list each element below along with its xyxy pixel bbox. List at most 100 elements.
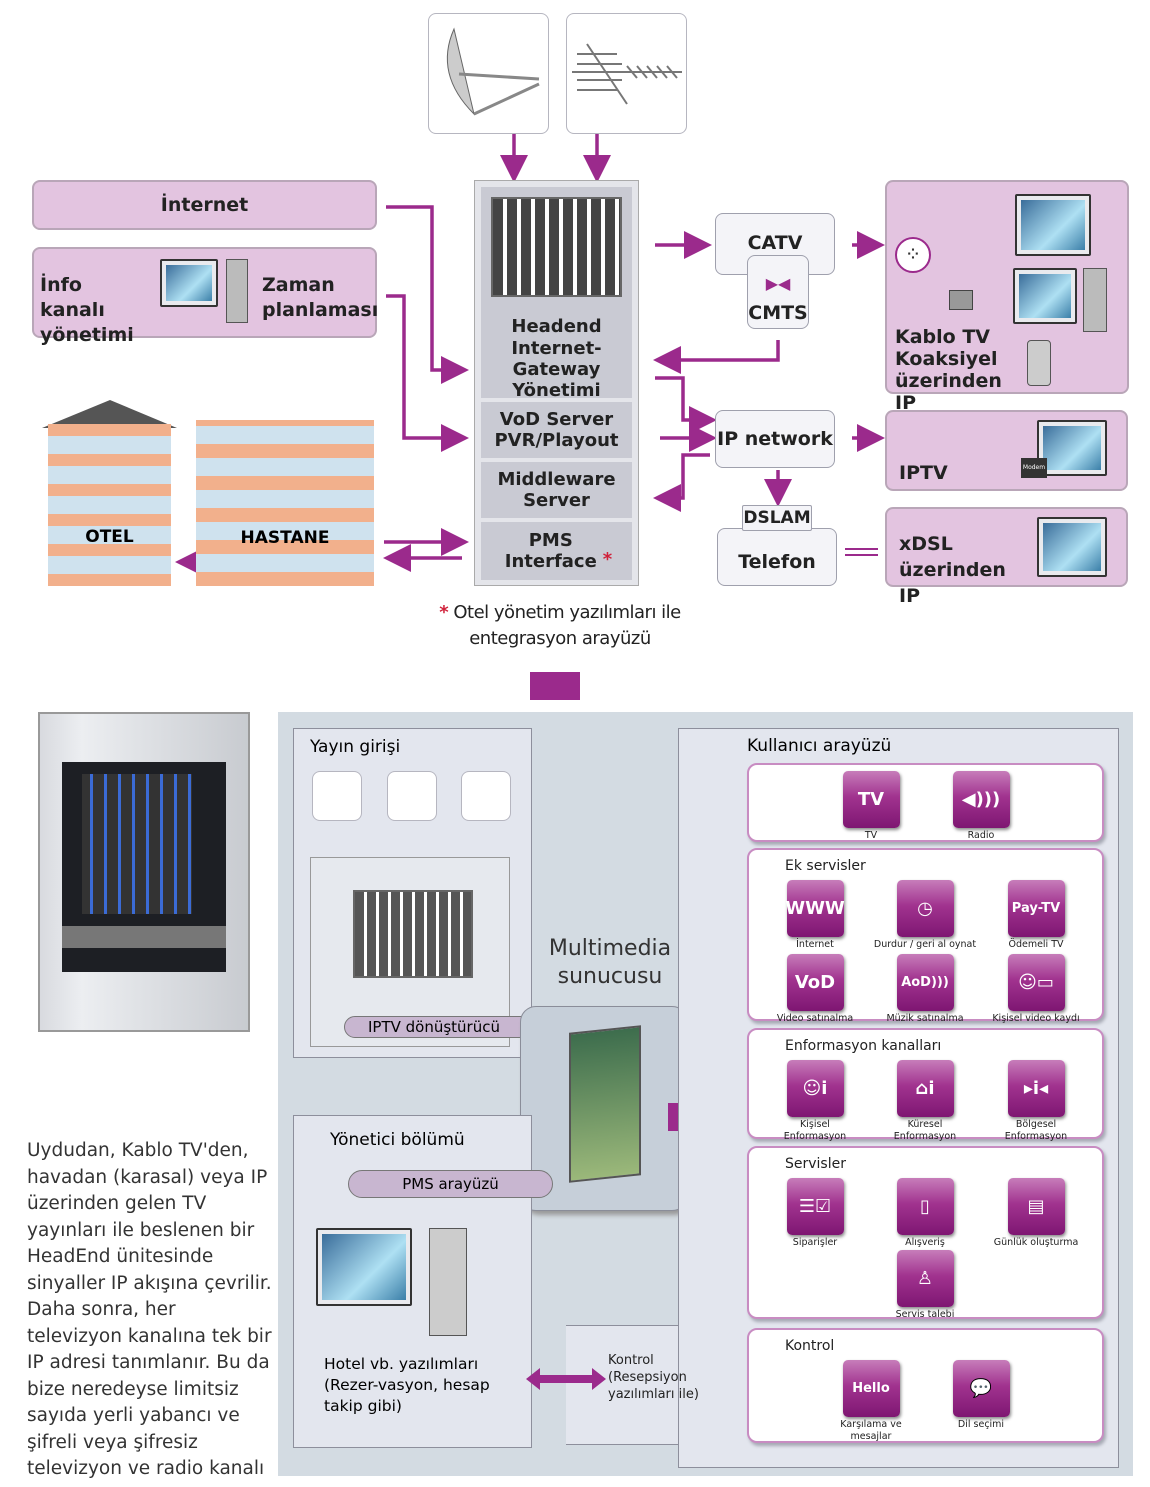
admin-section-title: Yönetici bölümü (330, 1130, 465, 1150)
modem-icon: Modem (1021, 458, 1047, 478)
headend-label: Headend (511, 316, 602, 337)
headend-row: Headend (481, 187, 632, 343)
ui-tile[interactable]: ☰☑Siparişler (785, 1178, 845, 1249)
journal-icon: ▤ (1007, 1178, 1065, 1235)
terrestrial-antenna-box (566, 13, 687, 134)
vod-icon: VoD (786, 954, 844, 1011)
broadcast-input-title: Yayın girişi (310, 737, 401, 757)
middleware-row: Middleware Server (481, 462, 632, 518)
cmts-node: CMTS ▶◀ (747, 255, 809, 329)
info-channel-box: İnfo kanalı yönetimi Zaman planlaması (32, 247, 379, 346)
personal-video-icon: ☺▭ (1007, 954, 1065, 1011)
ui-tile-label: Ödemeli TV (1008, 939, 1064, 950)
cmts-label: CMTS (748, 302, 808, 324)
admin-panel: Yönetici bölümü PMS arayüzü Hotel vb. ya… (293, 1115, 553, 1448)
control-strip (566, 1325, 686, 1445)
ui-tile-label: Müzik satınalma (886, 1013, 964, 1024)
roof-icon (42, 400, 177, 428)
hotel-label: OTEL (85, 527, 134, 547)
description-text: Uydudan, Kablo TV'den, havadan (karasal)… (27, 1140, 272, 1487)
ui-tile[interactable]: ♙ Servis talebi (895, 1250, 955, 1321)
ui-tile[interactable]: AoD))) Müzik satınalma (886, 954, 964, 1025)
orders-icon: ☰☑ (786, 1178, 844, 1235)
ui-tile-label: Küresel Enformasyon (893, 1119, 957, 1142)
aod-icon: AoD))) (896, 954, 954, 1011)
ui-tile[interactable]: ▤ Günlük oluşturma (994, 1178, 1078, 1249)
waiter-icon: ♙ (896, 1250, 954, 1307)
tv-icon: TV (842, 771, 900, 828)
internet-label: İnternet (160, 194, 249, 216)
ui-group-title: Servisler (785, 1156, 846, 1172)
phone-icon (1027, 340, 1051, 386)
ui-tile[interactable]: ▯Alışveriş (895, 1178, 955, 1249)
iptv-converter-label: IPTV dönüştürücü (344, 1016, 524, 1038)
hospital-label: HASTANE (240, 528, 330, 548)
ui-tile[interactable]: ☺▭Kişisel video kaydı (992, 954, 1080, 1025)
internet-box: İnternet (32, 180, 377, 230)
cable-modem-icon (949, 290, 973, 310)
www-icon: WWW (785, 880, 845, 937)
ui-tile-label: Kişisel Enformasyon (783, 1119, 847, 1142)
ui-tile-label: İnternet (796, 939, 834, 950)
personal-info-icon: ☺i (786, 1060, 844, 1117)
ui-tile[interactable]: ▸i◂Bölgesel Enformasyon (1005, 1060, 1067, 1143)
user-interface-title: Kullanıcı arayüzü (747, 736, 892, 756)
monitor-icon (1013, 268, 1077, 324)
cable-tv-box: ⁘ Kablo TV Koaksiyel üzerinden IP (885, 180, 1129, 414)
xdsl-box: xDSL üzerinden IP (885, 507, 1128, 607)
ui-tile-label: Bölgesel Enformasyon (1004, 1119, 1068, 1142)
clock-icon: ◷ (896, 880, 954, 937)
satellite-dish-icon (446, 27, 540, 116)
ui-tile-label: Radio (967, 830, 995, 841)
pc-tower-icon (1083, 268, 1107, 332)
ui-tile-label: Alışveriş (905, 1237, 945, 1248)
tv-icon (1037, 517, 1107, 577)
antenna-icon (387, 771, 437, 821)
asterisk: * (439, 602, 449, 623)
footnote-line1: Otel yönetim yazılımları ile (453, 602, 681, 623)
headend-frame (310, 857, 510, 1047)
satellite-dish-box (428, 13, 549, 134)
satellite-dish-icon (312, 771, 362, 821)
pc-tower-icon (429, 1228, 467, 1336)
cable-icon (461, 771, 511, 821)
bidirectional-arrow-icon (526, 1368, 606, 1390)
ui-tile[interactable]: WWW İnternet (785, 880, 845, 951)
schedule-label: Zaman planlaması (262, 274, 379, 321)
cable-tv-label: Kablo TV Koaksiyel üzerinden IP (895, 326, 1002, 414)
broadcast-input-panel: Yayın girişi IPTV dönüştürücü (293, 728, 532, 1058)
rack-photo (38, 712, 250, 1032)
info-channel-label: İnfo kanalı yönetimi (40, 274, 134, 346)
control-note: Kontrol (Resepsiyon yazılımları ile) (608, 1353, 699, 1402)
ui-tile[interactable]: ◀)))Radio (951, 771, 1011, 842)
ui-tile[interactable]: TV TV (841, 771, 901, 842)
ui-tile-label: Servis talebi (895, 1309, 955, 1320)
pc-tower-icon (226, 259, 248, 323)
ui-tile[interactable]: 💬Dil seçimi (951, 1360, 1011, 1431)
ui-group: TV TV ◀)))Radio (747, 763, 1104, 842)
global-info-icon: ⌂i (896, 1060, 954, 1117)
ui-tile-label: TV (864, 830, 878, 841)
pms-interface-row: PMS Interface* (481, 522, 632, 580)
asterisk: * (602, 549, 613, 570)
ui-tile[interactable]: ◷Durdur / geri al oynat (874, 880, 976, 951)
server-board-icon (569, 1025, 641, 1183)
ui-tile-label: Günlük oluşturma (993, 1237, 1079, 1248)
speech-bubble-icon: 💬 (952, 1360, 1010, 1417)
regional-info-icon: ▸i◂ (1007, 1060, 1065, 1117)
ui-tile-label: Karşılama ve mesajlar (840, 1419, 902, 1442)
monitor-icon (160, 259, 218, 307)
ui-group-title: Kontrol (785, 1338, 835, 1354)
dslam-node: DSLAM (742, 505, 812, 531)
headend-device-icon (491, 197, 622, 297)
